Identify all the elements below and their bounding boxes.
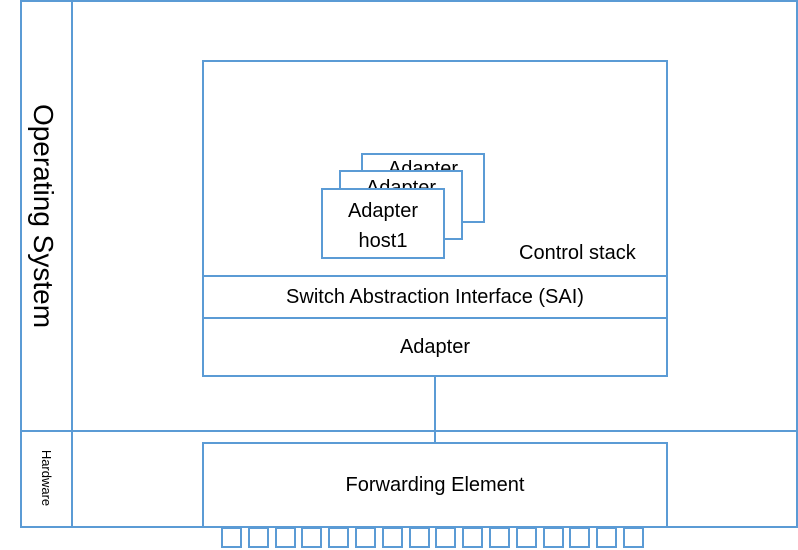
port-square [462, 527, 483, 548]
port-square [409, 527, 430, 548]
port-square [275, 527, 296, 548]
port-square [516, 527, 537, 548]
side-divider-hw [71, 432, 73, 528]
port-square [221, 527, 242, 548]
port-square [435, 527, 456, 548]
port-square [489, 527, 510, 548]
sai-bottom-line [202, 317, 668, 319]
hardware-label: Hardware [39, 449, 54, 507]
port-square [569, 527, 590, 548]
adapter-host-line2: host1 [358, 230, 408, 252]
side-divider [71, 0, 73, 432]
sai-label: Switch Abstraction Interface (SAI) [286, 286, 584, 308]
adapter-host-front-box: Adapter host1 [321, 188, 445, 259]
os-hardware-divider [20, 430, 798, 432]
port-square [623, 527, 644, 548]
adapter-to-forwarding-connector [434, 377, 436, 443]
adapter-host-line1: Adapter [347, 200, 419, 222]
adapter-label: Adapter [399, 336, 471, 358]
forwarding-element-label: Forwarding Element [345, 474, 525, 496]
port-square [301, 527, 322, 548]
port-square [328, 527, 349, 548]
control-stack-label: Control stack [519, 242, 636, 264]
port-square [596, 527, 617, 548]
sai-top-line [202, 275, 668, 277]
port-square [355, 527, 376, 548]
port-square [543, 527, 564, 548]
port-square [248, 527, 269, 548]
operating-system-label: Operating System [28, 103, 59, 329]
port-square [382, 527, 403, 548]
